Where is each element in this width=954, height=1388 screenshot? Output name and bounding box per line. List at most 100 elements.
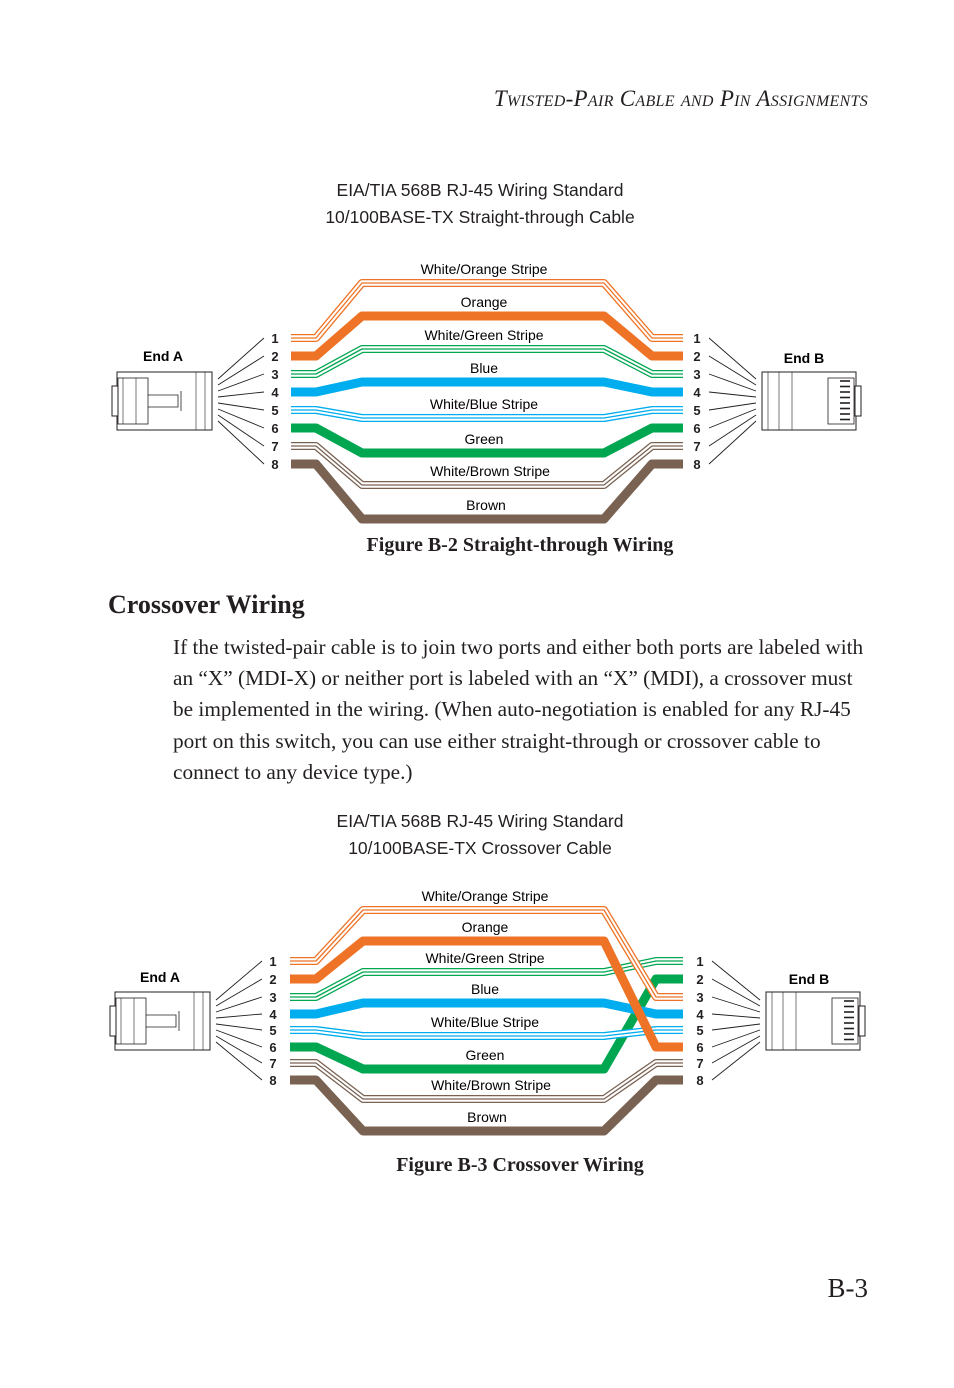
fan-line-a: [217, 420, 265, 465]
fan-line-a: [215, 996, 263, 1013]
fan-line-a: [217, 391, 265, 398]
wire-label-white-green: White/Green Stripe: [424, 327, 543, 343]
connector-end-a: [111, 371, 213, 431]
running-header: Twisted-Pair Cable and Pin Assignments: [493, 86, 868, 111]
pin-a-8: 8: [269, 1073, 276, 1088]
pin-a-1: 1: [271, 331, 278, 346]
fan-line-b: [708, 373, 757, 392]
wire-label-brown: Brown: [466, 497, 506, 513]
pin-b-6: 6: [693, 421, 700, 436]
pin-b-7: 7: [696, 1056, 703, 1071]
page-number: B-3: [827, 1273, 869, 1303]
wire-label-white-blue: White/Blue Stripe: [430, 396, 538, 412]
connector-end-b: [761, 371, 862, 431]
pin-a-5: 5: [269, 1023, 276, 1038]
pin-a-8: 8: [271, 457, 278, 472]
wire-label-white-green: White/Green Stripe: [425, 950, 544, 966]
fan-line-b: [711, 1041, 761, 1081]
fan-line-a: [215, 1013, 263, 1019]
pin-b-5: 5: [693, 403, 700, 418]
pin-b-4: 4: [696, 1007, 704, 1022]
pin-a-2: 2: [269, 972, 276, 987]
wire-label-blue: Blue: [471, 981, 499, 997]
pin-b-5: 5: [696, 1023, 703, 1038]
fan-line-b: [708, 402, 757, 411]
pin-a-4: 4: [269, 1007, 277, 1022]
wire-label-orange: Orange: [461, 294, 508, 310]
fan-line-a: [217, 355, 265, 386]
pin-b-3: 3: [693, 367, 700, 382]
pin-a-3: 3: [269, 990, 276, 1005]
wire-label-orange: Orange: [462, 919, 509, 935]
pin-b-6: 6: [696, 1040, 703, 1055]
wire-white-brown: [290, 1059, 683, 1103]
wire-label-brown: Brown: [467, 1109, 507, 1125]
end-a-label: End A: [140, 969, 180, 985]
wire-orange: [291, 311, 683, 361]
figure-b2-title: EIA/TIA 568B RJ-45 Wiring Standard 10/10…: [180, 177, 780, 231]
pin-a-1: 1: [269, 954, 276, 969]
wire-label-green: Green: [465, 431, 504, 447]
fan-line-a: [217, 408, 265, 429]
figure-b3-title-line2: 10/100BASE-TX Crossover Cable: [348, 838, 612, 858]
wire-blue: [290, 998, 683, 1019]
end-b-label: End B: [789, 971, 829, 987]
wire-white-blue: [290, 1026, 683, 1040]
wire-white-orange: [291, 279, 683, 342]
fan-line-b: [711, 978, 761, 1007]
fan-line-b: [711, 1035, 761, 1064]
fan-line-b: [708, 391, 757, 398]
wire-brown: [290, 1075, 683, 1136]
section-heading: Crossover Wiring: [108, 590, 305, 619]
wire-green: [291, 423, 683, 458]
fan-line-a: [215, 960, 263, 1001]
wire-label-white-orange: White/Orange Stripe: [421, 261, 548, 277]
fan-line-a: [217, 373, 265, 392]
pin-a-7: 7: [269, 1056, 276, 1071]
fan-line-a: [215, 1023, 263, 1031]
figure-b3-title: EIA/TIA 568B RJ-45 Wiring Standard 10/10…: [180, 808, 780, 862]
wire-label-white-orange: White/Orange Stripe: [422, 888, 549, 904]
pin-a-2: 2: [271, 349, 278, 364]
connector-end-a: [109, 991, 211, 1051]
wire-green: [290, 974, 683, 1074]
fan-line-b: [711, 996, 761, 1013]
fan-line-a: [215, 1029, 263, 1048]
wire-white-orange: [290, 906, 683, 1001]
figure-b3-caption: Figure B-3 Crossover Wiring: [396, 1154, 644, 1176]
pin-b-3: 3: [696, 990, 703, 1005]
fan-line-a: [215, 1041, 263, 1081]
pin-b-7: 7: [693, 439, 700, 454]
wire-label-white-blue: White/Blue Stripe: [431, 1014, 539, 1030]
wire-blue: [291, 377, 683, 397]
pin-a-4: 4: [271, 385, 279, 400]
pin-b-2: 2: [696, 972, 703, 987]
fan-line-a: [215, 978, 263, 1007]
fan-line-a: [217, 402, 265, 411]
end-a-label: End A: [143, 348, 183, 364]
pin-a-5: 5: [271, 403, 278, 418]
pin-a-6: 6: [269, 1040, 276, 1055]
pin-b-1: 1: [693, 331, 700, 346]
fan-line-b: [711, 1023, 761, 1031]
pin-a-7: 7: [271, 439, 278, 454]
figure-b2-caption: Figure B-2 Straight-through Wiring: [366, 534, 674, 556]
body-paragraph: If the twisted-pair cable is to join two…: [173, 635, 864, 784]
fan-line-b: [711, 1013, 761, 1019]
straight-through-wiring-diagram: White/Orange Stripe Orange White/Green S…: [111, 261, 862, 524]
figure-b2-title-line1: EIA/TIA 568B RJ-45 Wiring Standard: [336, 180, 624, 200]
crossover-wiring-diagram: White/Orange Stripe Orange White/Green S…: [109, 888, 866, 1136]
fan-line-b: [708, 355, 757, 386]
pin-b-4: 4: [693, 385, 701, 400]
wire-label-white-brown: White/Brown Stripe: [431, 1077, 551, 1093]
pin-a-3: 3: [271, 367, 278, 382]
fan-line-a: [217, 337, 265, 380]
fan-line-b: [708, 408, 757, 429]
wire-white-green: [290, 957, 683, 1001]
fan-line-a: [215, 1035, 263, 1064]
pin-b-8: 8: [696, 1073, 703, 1088]
fan-line-b: [708, 420, 757, 465]
fan-line-b: [708, 337, 757, 380]
fan-line-b: [711, 960, 761, 1001]
pin-b-8: 8: [693, 457, 700, 472]
